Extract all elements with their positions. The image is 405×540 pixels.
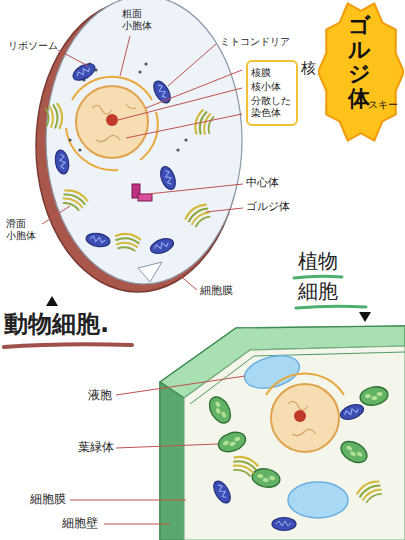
chloroplast xyxy=(337,437,370,467)
leader-line xyxy=(104,524,170,525)
vacuole xyxy=(288,482,348,518)
leader-line xyxy=(120,36,130,76)
leader-lines xyxy=(42,36,245,524)
heading-underline xyxy=(4,344,132,347)
golgi-stack xyxy=(59,187,89,212)
part-label: 粗面 小胞体 xyxy=(122,8,156,32)
part-label: 分散した 染色体 xyxy=(251,95,293,119)
part-label: 核小体 xyxy=(251,81,293,93)
part-label: 滑面 小胞体 xyxy=(6,218,40,242)
part-label: 核膜 xyxy=(251,67,293,79)
membrane-fold xyxy=(138,262,162,282)
mitochondrion xyxy=(149,236,176,256)
chromatin xyxy=(92,104,136,142)
part-label: 中心体 xyxy=(246,176,279,189)
leader-line xyxy=(58,50,88,66)
mitochondrion xyxy=(158,165,178,192)
heading-underline xyxy=(294,276,342,278)
down-triangle xyxy=(359,312,371,322)
heading: 動物細胞. xyxy=(4,310,109,339)
leader-line xyxy=(178,274,197,290)
nucleolus xyxy=(294,410,306,422)
centrosome xyxy=(132,184,152,201)
chloroplast xyxy=(359,385,390,408)
up-triangle xyxy=(46,296,58,306)
leader-line xyxy=(148,184,243,194)
burst-subtitle: スキー xyxy=(368,98,398,112)
part-label: 細胞壁 xyxy=(62,516,98,530)
part-label: 葉緑体 xyxy=(78,440,114,454)
mitochondrion xyxy=(85,232,111,249)
mitochondrion xyxy=(339,402,366,422)
cell-wall xyxy=(160,326,405,540)
mitochondrion xyxy=(210,478,233,505)
cytoplasm xyxy=(46,0,242,284)
leader-line xyxy=(126,114,242,138)
part-label: ゴルジ体 xyxy=(246,200,290,213)
cell-wall-side xyxy=(160,382,184,540)
mitochondrion xyxy=(54,149,71,175)
starburst xyxy=(318,4,404,141)
golgi-stack xyxy=(113,232,141,251)
leader-line xyxy=(70,500,186,501)
part-label: ミトコンドリア xyxy=(220,36,290,48)
leader-line xyxy=(118,88,242,120)
heading: 植物 細胞 xyxy=(298,246,350,306)
part-label: 細胞膜 xyxy=(30,492,66,506)
animal-cell xyxy=(36,0,242,292)
nucleolus xyxy=(106,114,118,126)
part-label: 細胞膜 xyxy=(200,284,233,297)
golgi-stack xyxy=(355,478,386,505)
chloroplast xyxy=(216,429,248,455)
golgi-stack xyxy=(45,103,63,130)
centriole xyxy=(138,194,152,201)
plant-cell xyxy=(160,326,405,540)
leader-line xyxy=(42,206,70,224)
mitochondrion xyxy=(272,518,296,531)
starburst-title: ゴルジ体スキー xyxy=(318,0,404,144)
leader-line xyxy=(116,444,218,448)
heading-underline xyxy=(296,306,366,308)
leader-line xyxy=(206,208,243,212)
part-label: リボソーム xyxy=(8,40,58,52)
nucleus xyxy=(76,86,148,158)
bracket-label: 核 xyxy=(301,60,316,77)
nucleus-bracket: 核膜核小体分散した 染色体核 xyxy=(246,60,316,126)
golgi-stack xyxy=(183,201,213,229)
leader-line xyxy=(116,376,245,395)
part-label: 液胞 xyxy=(88,388,112,402)
leader-line xyxy=(146,70,242,108)
bracket-box: 核膜核小体分散した 染色体 xyxy=(246,60,298,126)
chromatin xyxy=(288,401,316,435)
burst-title: ゴルジ体 xyxy=(348,14,370,111)
plant-cytoplasm xyxy=(184,346,405,540)
golgi-stack xyxy=(230,454,260,478)
chloroplast xyxy=(205,393,235,426)
nucleus xyxy=(271,384,339,452)
leader-line xyxy=(168,44,216,86)
